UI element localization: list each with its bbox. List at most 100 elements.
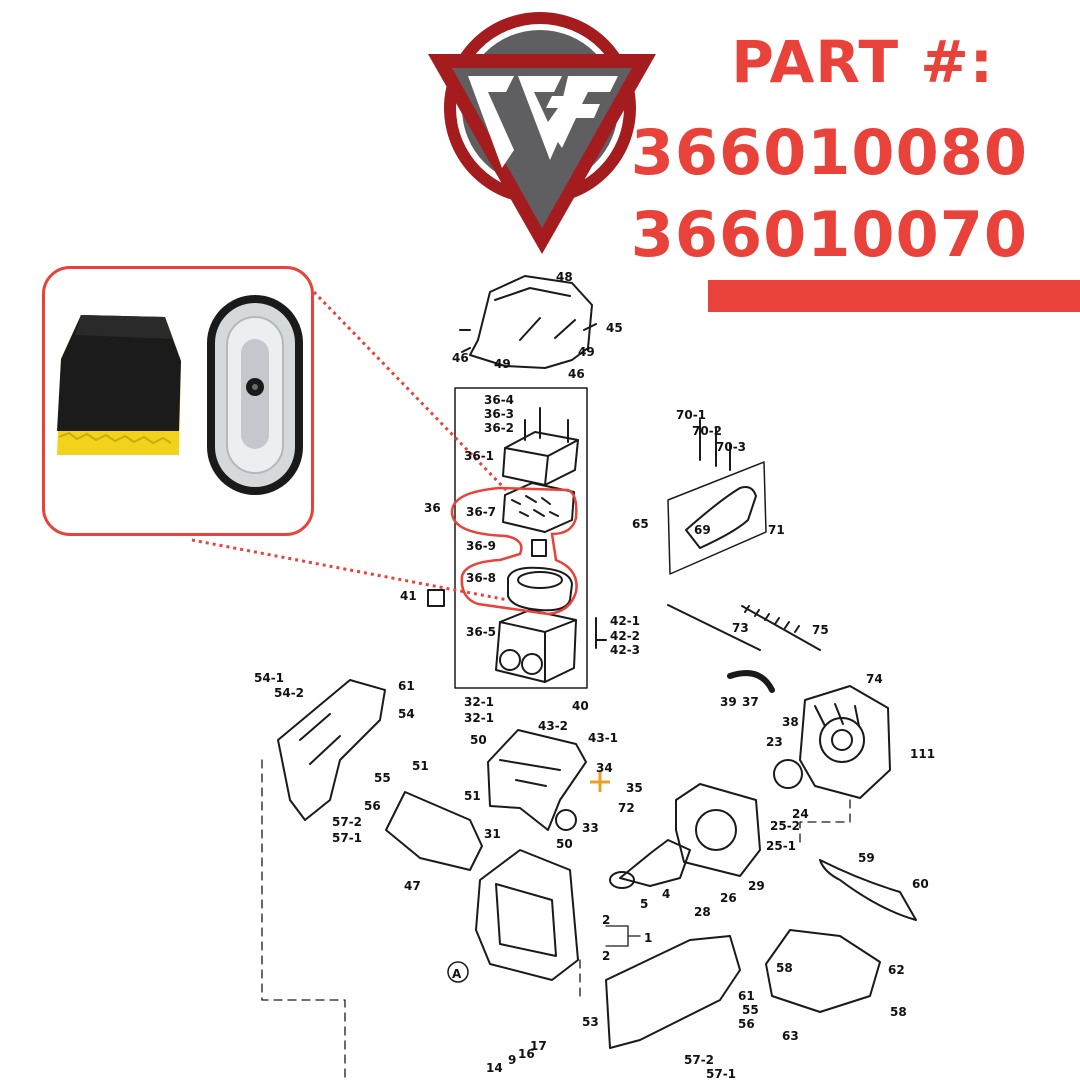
dotted-connector-top [312, 290, 510, 494]
part-label: 2 [602, 949, 610, 963]
part-label: 55 [374, 771, 391, 785]
part-label: 56 [738, 1017, 755, 1031]
part-label: 25-1 [766, 839, 796, 853]
foam-filter-part [502, 482, 575, 533]
part-label: 53 [582, 1015, 599, 1029]
part-number-primary: 366010080 [630, 116, 1028, 189]
part-label: 57-1 [706, 1067, 736, 1080]
filter-highlight-outline [450, 486, 578, 616]
part-label: 111 [910, 747, 935, 761]
small-block-part [427, 589, 445, 607]
part-label: 46 [568, 367, 585, 381]
part-label: 36-4 [484, 393, 514, 407]
nut-part [531, 539, 547, 557]
part-label: 24 [792, 807, 809, 821]
part-label: 16 [518, 1047, 535, 1061]
flywheel-part [773, 759, 803, 789]
spiral-hose-part [741, 605, 821, 651]
part-label: 26 [720, 891, 737, 905]
part-label: 39 [720, 695, 737, 709]
part-label: 51 [412, 759, 429, 773]
cable-part [667, 604, 761, 651]
part-label: 50 [556, 837, 573, 851]
part-label: 70-2 [692, 424, 722, 438]
part-label: 48 [556, 270, 573, 284]
side-cover-part [605, 935, 741, 1049]
filter-base-part [495, 609, 577, 683]
part-label: 61 [738, 989, 755, 1003]
filter-cover-part [502, 407, 579, 486]
part-label: 70-3 [716, 440, 746, 454]
part-label: 2 [602, 913, 610, 927]
foam-prefilter-photo [57, 315, 181, 455]
part-label: 54-1 [254, 671, 284, 685]
part-label: 32-1 [464, 711, 494, 725]
part-label: 40 [572, 699, 589, 713]
part-label: 23 [766, 735, 783, 749]
part-label: 57-2 [332, 815, 362, 829]
part-label: 32-1 [464, 695, 494, 709]
part-label: 54-2 [274, 686, 304, 700]
top-cover-part [459, 275, 597, 369]
crankcase-part [475, 849, 579, 981]
air-filter-group-frame [454, 387, 588, 689]
part-label: 59 [858, 851, 875, 865]
part-label: 42-3 [610, 643, 640, 657]
part-label: 55 [742, 1003, 759, 1017]
part-label: 36-3 [484, 407, 514, 421]
bracket-part [487, 729, 587, 831]
part-number-heading: PART #: [731, 28, 994, 96]
part-label: 54 [398, 707, 415, 721]
part-label: 71 [768, 523, 785, 537]
part-label: 14 [486, 1061, 503, 1075]
part-label: 42-2 [610, 629, 640, 643]
part-label: 63 [782, 1029, 799, 1043]
part-label: 61 [398, 679, 415, 693]
part-label: 1 [644, 931, 652, 945]
part-label: 56 [364, 799, 381, 813]
part-label: 36-5 [466, 625, 496, 639]
lower-cover-part [385, 791, 483, 871]
part-label: 73 [732, 621, 749, 635]
part-label: 34 [596, 761, 613, 775]
part-label: 50 [470, 733, 487, 747]
throttle-assembly-part [667, 419, 767, 575]
part-label: 65 [632, 517, 649, 531]
part-label: 41 [400, 589, 417, 603]
product-photo-inset [42, 266, 314, 536]
part-label: 51 [464, 789, 481, 803]
part-label: 43-2 [538, 719, 568, 733]
drive-shaft-part [619, 839, 691, 887]
part-label: 58 [776, 961, 793, 975]
paper-air-filter-photo [207, 295, 303, 495]
part-label: 38 [782, 715, 799, 729]
part-label: 25-2 [770, 819, 800, 833]
marker-plus [590, 772, 610, 792]
part-label: 5 [640, 897, 648, 911]
part-label: 42-1 [610, 614, 640, 628]
brand-logo [428, 12, 656, 254]
part-label: 28 [694, 905, 711, 919]
part-label: 36-9 [466, 539, 496, 553]
part-label: 72 [618, 801, 635, 815]
dotted-connector-bottom [191, 538, 509, 602]
engine-part [799, 685, 891, 799]
part-label: 45 [606, 321, 623, 335]
part-label: 62 [888, 963, 905, 977]
part-number-secondary: 366010070 [630, 198, 1028, 271]
part-label: 35 [626, 781, 643, 795]
paper-filter-part [507, 566, 573, 612]
part-label: 36-8 [466, 571, 496, 585]
handle-bar-part [819, 859, 917, 921]
bottom-guard-part [765, 929, 881, 1013]
part-label: 9 [508, 1053, 516, 1067]
part-label: 36 [424, 501, 441, 515]
part-label: 74 [866, 672, 883, 686]
part-label: 17 [530, 1039, 547, 1053]
part-label: 36-1 [464, 449, 494, 463]
part-label: 36-7 [466, 505, 496, 519]
part-label: 58 [890, 1005, 907, 1019]
part-label: 4 [662, 887, 670, 901]
